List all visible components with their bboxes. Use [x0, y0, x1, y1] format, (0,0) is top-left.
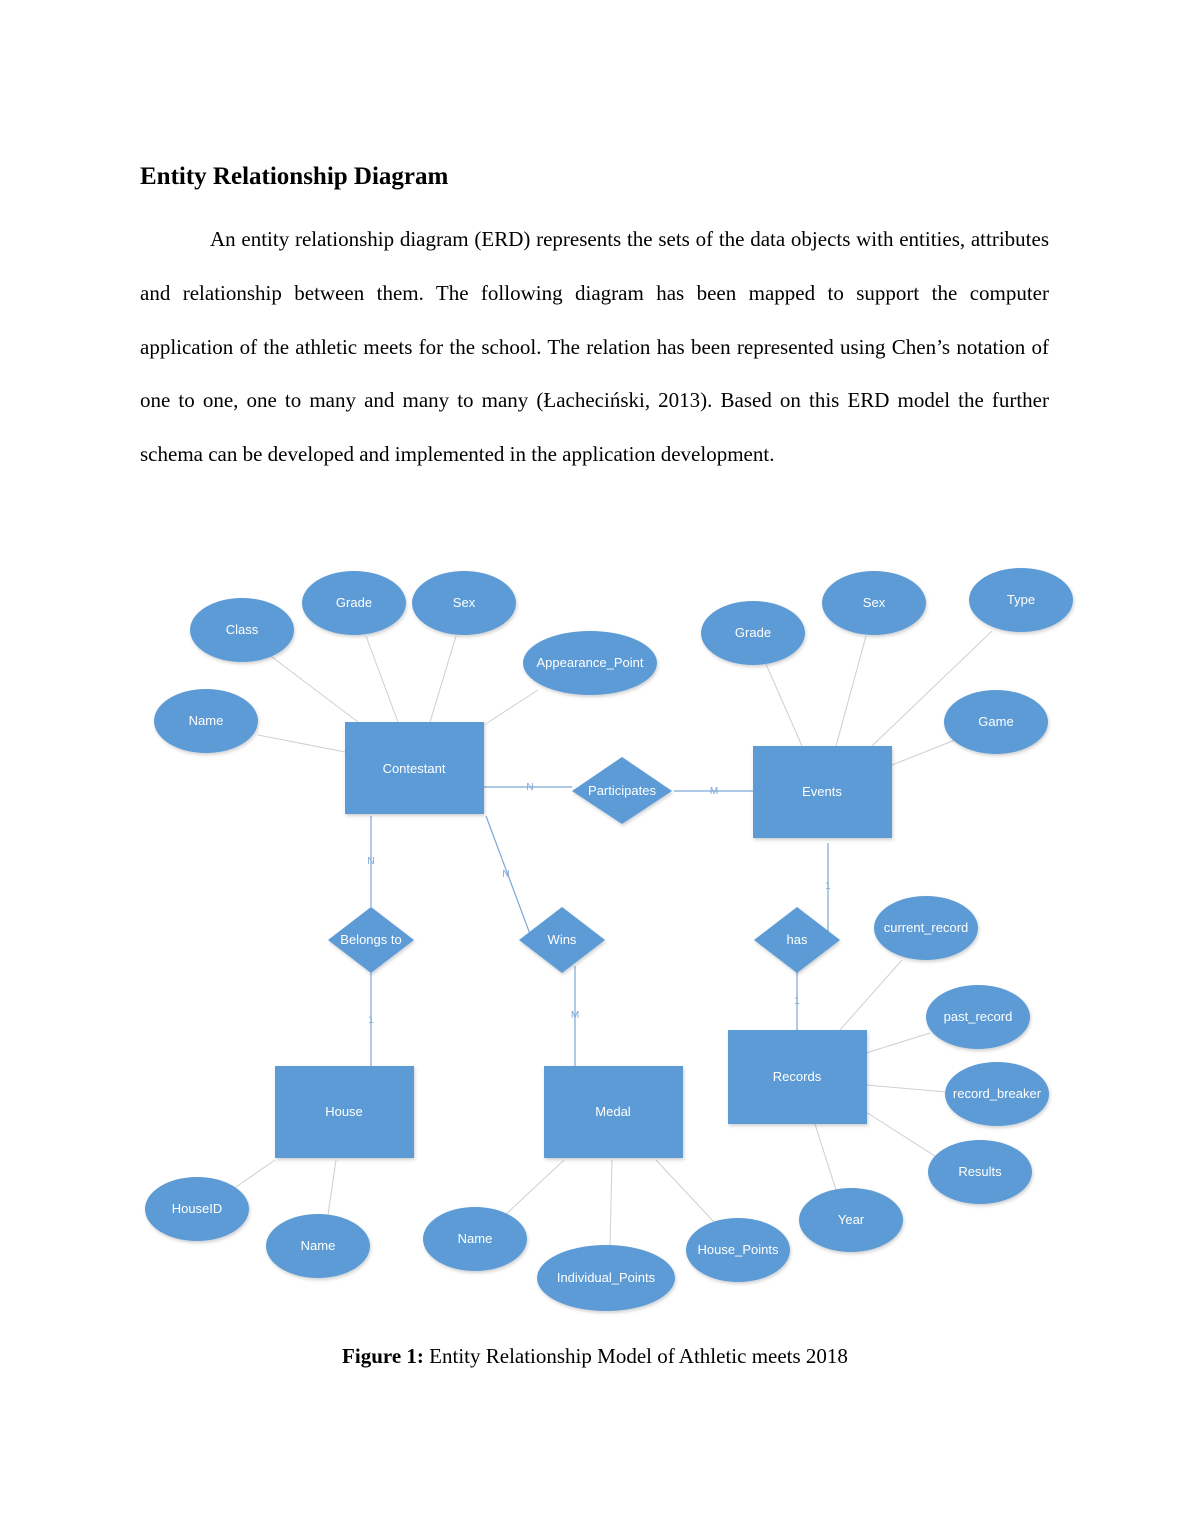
entity-contestant-label: Contestant	[383, 761, 446, 776]
entity-events: Events	[753, 746, 892, 838]
attribute-medal-house-points: House_Points	[686, 1218, 790, 1282]
svg-text:Grade: Grade	[336, 595, 372, 610]
attribute-contestant-sex: Sex	[412, 571, 516, 635]
svg-text:past_record: past_record	[944, 1009, 1013, 1024]
figure-caption-label: Figure 1:	[342, 1344, 424, 1368]
relationship-has-label: has	[787, 932, 808, 947]
attribute-records-current-record: current_record	[874, 896, 978, 960]
entity-house: House	[275, 1066, 414, 1158]
attribute-events-sex: Sex	[822, 571, 926, 635]
svg-text:Year: Year	[838, 1212, 865, 1227]
attribute-contestant-name: Name	[154, 689, 258, 753]
attribute-events-grade: Grade	[701, 601, 805, 665]
attribute-house-name: Name	[266, 1214, 370, 1278]
entity-records-label: Records	[773, 1069, 822, 1084]
svg-text:Results: Results	[958, 1164, 1002, 1179]
relationship-wins: Wins	[519, 907, 605, 973]
svg-text:Sex: Sex	[863, 595, 886, 610]
cardinality-has-records: 1	[794, 996, 800, 1007]
attribute-records-record-breaker: record_breaker	[945, 1062, 1049, 1126]
relationship-wins-label: Wins	[548, 932, 577, 947]
attribute-contestant-grade: Grade	[302, 571, 406, 635]
cardinality-has-events: 1	[825, 881, 831, 892]
relationship-belongs-to: Belongs to	[328, 907, 414, 973]
cardinality-wins-contestant: N	[502, 869, 509, 880]
attributes: Class Grade Sex Appearance_Point Name Gr…	[145, 568, 1073, 1311]
attribute-records-past-record: past_record	[926, 985, 1030, 1049]
attribute-contestant-class: Class	[190, 598, 294, 662]
relationship-participates: Participates	[572, 757, 672, 824]
figure-caption: Figure 1: Entity Relationship Model of A…	[0, 1344, 1190, 1369]
attribute-connectors	[235, 630, 993, 1247]
entities: Contestant Events House Medal Records	[275, 722, 892, 1158]
entity-house-label: House	[325, 1104, 363, 1119]
cardinality-participates-events: M	[710, 786, 718, 797]
entity-medal-label: Medal	[595, 1104, 631, 1119]
svg-text:Type: Type	[1007, 592, 1035, 607]
svg-text:Sex: Sex	[453, 595, 476, 610]
attribute-house-houseid: HouseID	[145, 1177, 249, 1241]
cardinality-belongs-house: 1	[368, 1015, 374, 1026]
entity-events-label: Events	[802, 784, 842, 799]
svg-text:Name: Name	[458, 1231, 493, 1246]
svg-text:HouseID: HouseID	[172, 1201, 223, 1216]
svg-text:current_record: current_record	[884, 920, 969, 935]
cardinality-participates-contestant: N	[526, 782, 533, 793]
svg-text:Game: Game	[978, 714, 1013, 729]
svg-text:Class: Class	[226, 622, 259, 637]
entity-records: Records	[728, 1030, 867, 1124]
svg-text:Name: Name	[189, 713, 224, 728]
relationships: Participates Belongs to Wins has	[328, 757, 840, 973]
relationship-participates-label: Participates	[588, 783, 656, 798]
attribute-events-type: Type	[969, 568, 1073, 632]
svg-text:record_breaker: record_breaker	[953, 1086, 1042, 1101]
cardinality-belongs-contestant: N	[367, 856, 374, 867]
attribute-contestant-appearance-point: Appearance_Point	[523, 631, 657, 695]
svg-text:Grade: Grade	[735, 625, 771, 640]
relationship-has: has	[754, 907, 840, 973]
section-heading: Entity Relationship Diagram	[140, 163, 449, 190]
relationship-connectors	[370, 786, 829, 1066]
relationship-belongs-to-label: Belongs to	[340, 932, 401, 947]
attribute-events-game: Game	[944, 690, 1048, 754]
body-paragraph: An entity relationship diagram (ERD) rep…	[140, 227, 1049, 467]
cardinality-wins-medal: M	[571, 1010, 579, 1021]
entity-medal: Medal	[544, 1066, 683, 1158]
svg-text:Appearance_Point: Appearance_Point	[537, 655, 644, 670]
entity-contestant: Contestant	[345, 722, 484, 814]
svg-text:Individual_Points: Individual_Points	[557, 1270, 656, 1285]
figure-caption-text: Entity Relationship Model of Athletic me…	[423, 1344, 848, 1368]
attribute-records-results: Results	[928, 1140, 1032, 1204]
attribute-medal-individual-points: Individual_Points	[537, 1245, 675, 1311]
cardinality-labels: N M N 1 N M 1 1	[367, 782, 831, 1026]
svg-text:Name: Name	[301, 1238, 336, 1253]
svg-text:House_Points: House_Points	[698, 1242, 779, 1257]
attribute-medal-name: Name	[423, 1207, 527, 1271]
attribute-records-year: Year	[799, 1188, 903, 1252]
